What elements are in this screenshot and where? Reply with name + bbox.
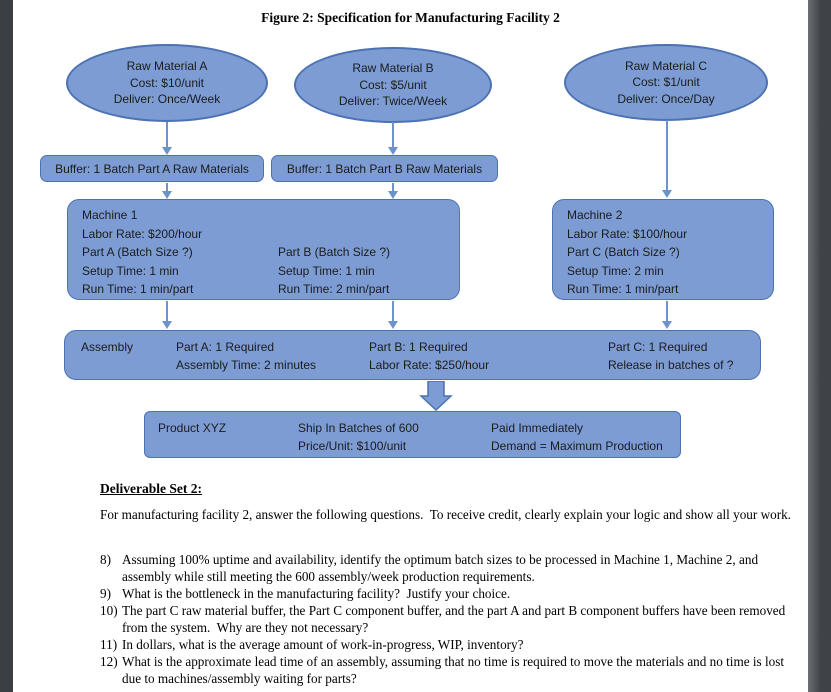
machine-2-line: Labor Rate: $100/hour bbox=[567, 226, 688, 241]
question-text: What is the approximate lead time of an … bbox=[122, 654, 788, 686]
machine-2-line: Run Time: 1 min/part bbox=[567, 282, 679, 296]
product-line: Price/Unit: $100/unit bbox=[298, 439, 407, 453]
question-text: The part C raw material buffer, the Part… bbox=[122, 603, 789, 635]
assembly-line: Part C: 1 Required bbox=[608, 340, 708, 354]
question-text: Assuming 100% uptime and availability, i… bbox=[122, 552, 762, 584]
assembly-line: Release in batches of ? bbox=[608, 358, 734, 372]
ellipse-line: Raw Material A bbox=[126, 59, 208, 74]
question-number: 8) bbox=[100, 552, 111, 567]
assembly-box: Assembly Part A: 1 Required Assembly Tim… bbox=[64, 330, 761, 380]
page-edge-left bbox=[0, 0, 13, 692]
question-text: What is the bottleneck in the manufactur… bbox=[122, 586, 511, 601]
question-list: 8) Assuming 100% uptime and availability… bbox=[100, 551, 805, 687]
down-arrow-icon bbox=[162, 301, 172, 329]
intro-paragraph: For manufacturing facility 2, answer the… bbox=[100, 507, 791, 522]
machine-1-line: Machine 1 bbox=[82, 208, 138, 222]
product-ship-column: Ship In Batches of 600 Price/Unit: $100/… bbox=[298, 419, 419, 455]
machine-1-right-column: Part B (Batch Size ?) Setup Time: 1 min … bbox=[278, 243, 390, 299]
machine-1-line: Run Time: 2 min/part bbox=[278, 282, 390, 296]
block-down-arrow-icon bbox=[419, 381, 453, 411]
ellipse-line: Deliver: Twice/Week bbox=[338, 94, 448, 109]
machine-2-line: Setup Time: 2 min bbox=[567, 263, 664, 278]
assembly-part-a-column: Part A: 1 Required Assembly Time: 2 minu… bbox=[176, 338, 316, 374]
product-line: Demand = Maximum Production bbox=[491, 439, 663, 453]
machine-1-line: Setup Time: 1 min bbox=[278, 263, 375, 278]
down-arrow-icon bbox=[388, 301, 398, 329]
figure-title: Figure 2: Specification for Manufacturin… bbox=[261, 10, 560, 25]
ellipse-line: Cost: $5/unit bbox=[359, 77, 427, 92]
buffer-a-label: Buffer: 1 Batch Part A Raw Materials bbox=[55, 161, 249, 176]
ellipse-line: Deliver: Once/Week bbox=[113, 92, 221, 107]
machine-1-box: Machine 1 Labor Rate: $200/hour Part A (… bbox=[67, 199, 460, 300]
raw-material-b-ellipse: Raw Material B Cost: $5/unit Deliver: Tw… bbox=[294, 47, 492, 123]
product-paid-column: Paid Immediately Demand = Maximum Produc… bbox=[491, 419, 663, 455]
buffer-a-box: Buffer: 1 Batch Part A Raw Materials bbox=[40, 155, 264, 182]
product-label: Product XYZ bbox=[158, 421, 227, 435]
question-item: 9) What is the bottleneck in the manufac… bbox=[100, 585, 805, 602]
deliverable-heading: Deliverable Set 2: bbox=[100, 481, 202, 496]
down-arrow-icon bbox=[662, 120, 672, 198]
question-item: 11) In dollars, what is the average amou… bbox=[100, 636, 805, 653]
down-arrow-icon bbox=[662, 301, 672, 329]
ellipse-line: Raw Material B bbox=[352, 61, 434, 76]
question-number: 11) bbox=[100, 637, 118, 652]
product-box: Product XYZ Ship In Batches of 600 Price… bbox=[144, 411, 681, 458]
assembly-line: Part A: 1 Required bbox=[176, 340, 275, 354]
down-arrow-icon bbox=[162, 183, 172, 199]
machine-1-line: Part A (Batch Size ?) bbox=[82, 245, 193, 259]
machine-2-line: Machine 2 bbox=[567, 208, 623, 222]
machine-2-line: Part C (Batch Size ?) bbox=[567, 245, 680, 259]
assembly-part-b-column: Part B: 1 Required Labor Rate: $250/hour bbox=[369, 338, 489, 374]
assembly-label: Assembly bbox=[81, 340, 134, 354]
assembly-line: Labor Rate: $250/hour bbox=[369, 358, 490, 372]
down-arrow-icon bbox=[388, 183, 398, 199]
down-arrow-icon bbox=[162, 122, 172, 155]
machine-1-line: Setup Time: 1 min bbox=[82, 263, 179, 278]
product-line: Ship In Batches of 600 bbox=[298, 421, 419, 435]
assembly-line: Assembly Time: 2 minutes bbox=[176, 358, 317, 372]
question-number: 12) bbox=[100, 654, 118, 669]
ellipse-line: Deliver: Once/Day bbox=[617, 91, 715, 106]
raw-material-a-ellipse: Raw Material A Cost: $10/unit Deliver: O… bbox=[66, 44, 268, 122]
ellipse-line: Cost: $10/unit bbox=[129, 75, 205, 90]
down-arrow-icon bbox=[388, 122, 398, 155]
assembly-part-c-column: Part C: 1 Required Release in batches of… bbox=[608, 338, 733, 374]
assembly-line: Part B: 1 Required bbox=[369, 340, 468, 354]
question-item: 8) Assuming 100% uptime and availability… bbox=[100, 551, 805, 585]
question-number: 9) bbox=[100, 586, 111, 601]
page-edge-right bbox=[808, 0, 831, 692]
machine-1-line: Part B (Batch Size ?) bbox=[278, 245, 391, 259]
buffer-b-label: Buffer: 1 Batch Part B Raw Materials bbox=[286, 161, 483, 176]
question-item: 10) The part C raw material buffer, the … bbox=[100, 602, 805, 636]
question-item: 12) What is the approximate lead time of… bbox=[100, 653, 805, 687]
question-text: In dollars, what is the average amount o… bbox=[122, 637, 524, 652]
raw-material-c-ellipse: Raw Material C Cost: $1/unit Deliver: On… bbox=[564, 44, 768, 121]
product-line: Paid Immediately bbox=[491, 421, 584, 435]
machine-1-line: Run Time: 1 min/part bbox=[82, 282, 194, 296]
ellipse-line: Raw Material C bbox=[624, 58, 708, 73]
machine-1-line: Labor Rate: $200/hour bbox=[82, 226, 203, 241]
ellipse-line: Cost: $1/unit bbox=[632, 75, 700, 90]
machine-2-box: Machine 2 Labor Rate: $100/hour Part C (… bbox=[552, 199, 774, 300]
question-number: 10) bbox=[100, 603, 118, 618]
buffer-b-box: Buffer: 1 Batch Part B Raw Materials bbox=[271, 155, 498, 182]
machine-2-column: Machine 2 Labor Rate: $100/hour Part C (… bbox=[567, 206, 687, 299]
machine-1-left-column: Machine 1 Labor Rate: $200/hour Part A (… bbox=[82, 206, 202, 299]
